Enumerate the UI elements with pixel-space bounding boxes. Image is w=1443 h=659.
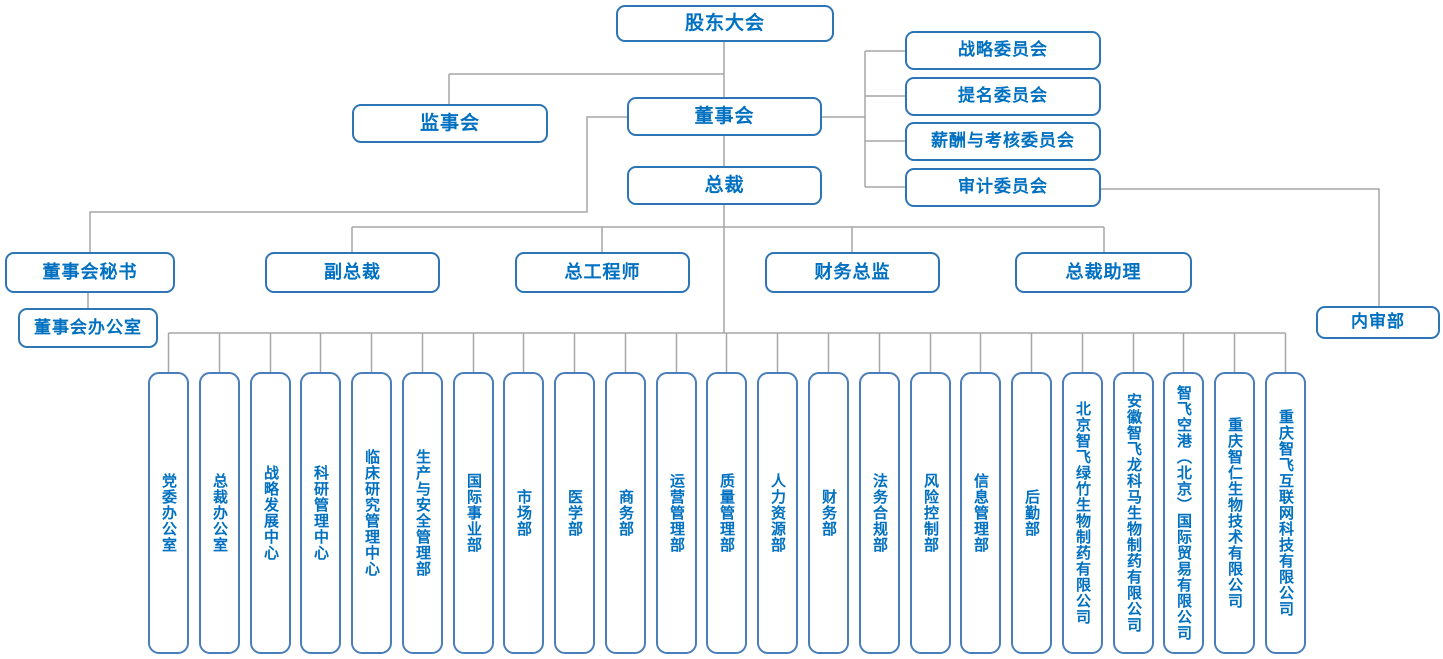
node-strategy-committee: 战略委员会: [905, 31, 1101, 70]
dept-label: 国际事业部: [465, 473, 483, 553]
node-president-assistant: 总裁助理: [1015, 252, 1192, 293]
dept-label: 智飞空港（北京）国际贸易有限公司: [1175, 385, 1193, 641]
dept-box: 北京智飞绿竹生物制药有限公司: [1062, 372, 1103, 654]
dept-box: 运营管理部: [656, 372, 697, 654]
dept-label: 人力资源部: [769, 473, 787, 553]
dept-box: 临床研究管理中心: [351, 372, 392, 654]
dept-box: 战略发展中心: [250, 372, 291, 654]
dept-box: 后勤部: [1011, 372, 1052, 654]
dept-label: 科研管理中心: [312, 465, 330, 561]
dept-label: 安徽智飞龙科马生物制药有限公司: [1125, 393, 1143, 633]
dept-box: 风险控制部: [910, 372, 951, 654]
dept-label: 财务部: [820, 489, 838, 537]
node-vice-president: 副总裁: [265, 252, 440, 293]
dept-label: 后勤部: [1023, 489, 1041, 537]
dept-box: 人力资源部: [757, 372, 798, 654]
node-compensation-appraisal-committee: 薪酬与考核委员会: [905, 122, 1101, 161]
dept-label: 总裁办公室: [211, 473, 229, 553]
dept-label: 质量管理部: [718, 473, 736, 553]
dept-box: 安徽智飞龙科马生物制药有限公司: [1113, 372, 1154, 654]
dept-label: 重庆智飞互联网科技有限公司: [1277, 409, 1295, 617]
node-board-office: 董事会办公室: [18, 308, 158, 348]
dept-label: 信息管理部: [972, 473, 990, 553]
dept-box: 质量管理部: [706, 372, 747, 654]
dept-box: 科研管理中心: [300, 372, 341, 654]
dept-label: 战略发展中心: [262, 465, 280, 561]
dept-box: 市场部: [503, 372, 544, 654]
dept-label: 重庆智仁生物技术有限公司: [1226, 417, 1244, 609]
dept-label: 党委办公室: [160, 473, 178, 553]
dept-box: 重庆智仁生物技术有限公司: [1214, 372, 1255, 654]
dept-box: 总裁办公室: [199, 372, 240, 654]
dept-label: 运营管理部: [668, 473, 686, 553]
node-audit-committee: 审计委员会: [905, 168, 1101, 207]
node-internal-audit-dept: 内审部: [1316, 306, 1440, 339]
dept-box: 重庆智飞互联网科技有限公司: [1265, 372, 1306, 654]
node-chief-engineer: 总工程师: [515, 252, 690, 293]
node-supervisory-board: 监事会: [352, 104, 548, 143]
node-board-of-directors: 董事会: [627, 97, 822, 136]
node-board-secretary: 董事会秘书: [5, 252, 175, 293]
dept-label: 生产与安全管理部: [414, 449, 432, 577]
node-nomination-committee: 提名委员会: [905, 77, 1101, 116]
dept-label: 商务部: [617, 489, 635, 537]
dept-box: 智飞空港（北京）国际贸易有限公司: [1163, 372, 1204, 654]
dept-box: 生产与安全管理部: [402, 372, 443, 654]
node-president: 总裁: [627, 166, 822, 205]
dept-box: 法务合规部: [859, 372, 900, 654]
dept-label: 医学部: [566, 489, 584, 537]
node-shareholders-meeting: 股东大会: [616, 5, 834, 42]
dept-label: 市场部: [515, 489, 533, 537]
dept-box: 国际事业部: [453, 372, 494, 654]
dept-label: 风险控制部: [922, 473, 940, 553]
dept-label: 北京智飞绿竹生物制药有限公司: [1074, 401, 1092, 625]
dept-box: 医学部: [554, 372, 595, 654]
dept-label: 临床研究管理中心: [363, 449, 381, 577]
dept-box: 信息管理部: [960, 372, 1001, 654]
dept-box: 财务部: [808, 372, 849, 654]
dept-label: 法务合规部: [871, 473, 889, 553]
node-finance-director: 财务总监: [765, 252, 940, 293]
dept-box: 党委办公室: [148, 372, 189, 654]
dept-box: 商务部: [605, 372, 646, 654]
